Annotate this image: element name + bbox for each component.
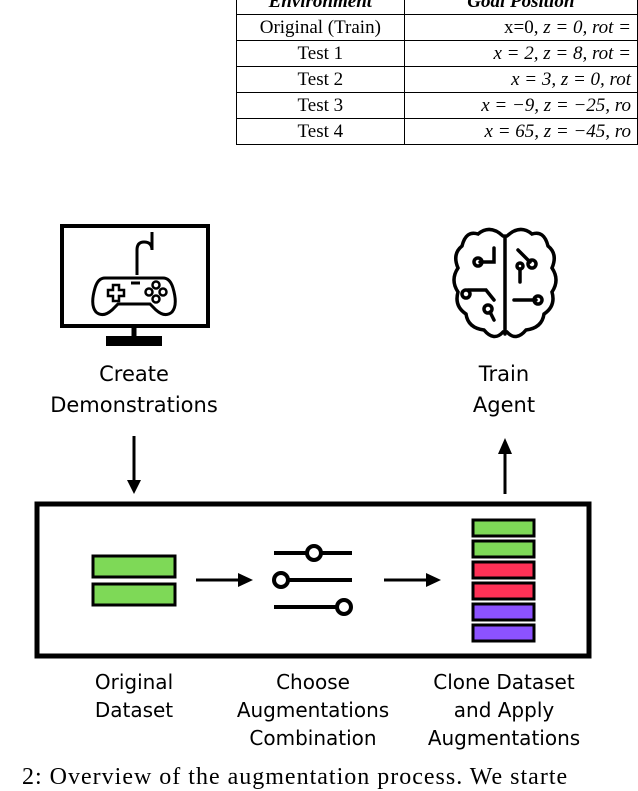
cell-env: Test 3 <box>236 92 405 119</box>
table-row: Original (Train) x=0, z = 0, rot = <box>236 14 638 41</box>
cell-env: Test 1 <box>236 40 405 67</box>
process-box <box>34 501 592 659</box>
label-line: Create <box>99 362 169 386</box>
label-line: Clone Dataset <box>433 670 575 694</box>
label-line: Augmentations <box>236 698 390 722</box>
label-line: Demonstrations <box>50 393 218 417</box>
brain-circuit-icon <box>452 227 558 339</box>
cell-env: Original (Train) <box>236 14 405 41</box>
label-line: Agent <box>472 393 536 417</box>
arrow-up-icon <box>498 438 512 494</box>
table-row: Test 2 x = 3, z = 0, rot <box>236 66 638 93</box>
label-line: Combination <box>249 726 377 750</box>
goal-prefix: x=0, <box>504 16 544 38</box>
cell-env: Test 4 <box>236 118 405 145</box>
goal-math: x = 2, z = 8, rot = <box>493 42 631 64</box>
choose-augmentations-label: Choose Augmentations Combination <box>228 668 398 752</box>
clone-dataset-label: Clone Dataset and Apply Augmentations <box>420 668 588 752</box>
table-row: Test 4 x = 65, z = −45, ro <box>236 118 638 145</box>
original-dataset-label: Original Dataset <box>74 668 194 724</box>
cell-goal: x = 65, z = −45, ro <box>403 118 638 145</box>
goal-math: x = 3, z = 0, rot <box>511 68 631 90</box>
original-dataset-icon <box>91 554 177 607</box>
label-line: Train <box>478 362 530 386</box>
figure-caption: 2: Overview of the augmentation process.… <box>22 764 569 790</box>
goal-math: z = 0, rot = <box>543 16 631 38</box>
goal-math: x = 65, z = −45, ro <box>484 120 631 142</box>
cell-goal: x = 3, z = 0, rot <box>403 66 638 93</box>
arrow-right-icon <box>196 573 253 587</box>
arrow-down-icon <box>127 436 141 494</box>
augmented-dataset-icon <box>471 518 536 643</box>
create-demonstrations-label: Create Demonstrations <box>34 359 234 421</box>
label-line: Dataset <box>94 698 174 722</box>
label-line: Augmentations <box>427 726 581 750</box>
label-line: Original <box>94 670 174 694</box>
sliders-icon <box>272 544 353 616</box>
label-line: Choose <box>276 670 350 694</box>
table-row: Test 1 x = 2, z = 8, rot = <box>236 40 638 67</box>
table-header-row: Environment Goal Position <box>236 0 638 15</box>
arrow-right-icon <box>384 573 441 587</box>
label-line: and Apply <box>453 698 555 722</box>
environment-table: Environment Goal Position Original (Trai… <box>236 0 638 145</box>
goal-math: x = −9, z = −25, ro <box>481 94 631 116</box>
train-agent-label: Train Agent <box>444 359 564 421</box>
gamepad-monitor-icon <box>60 224 210 346</box>
